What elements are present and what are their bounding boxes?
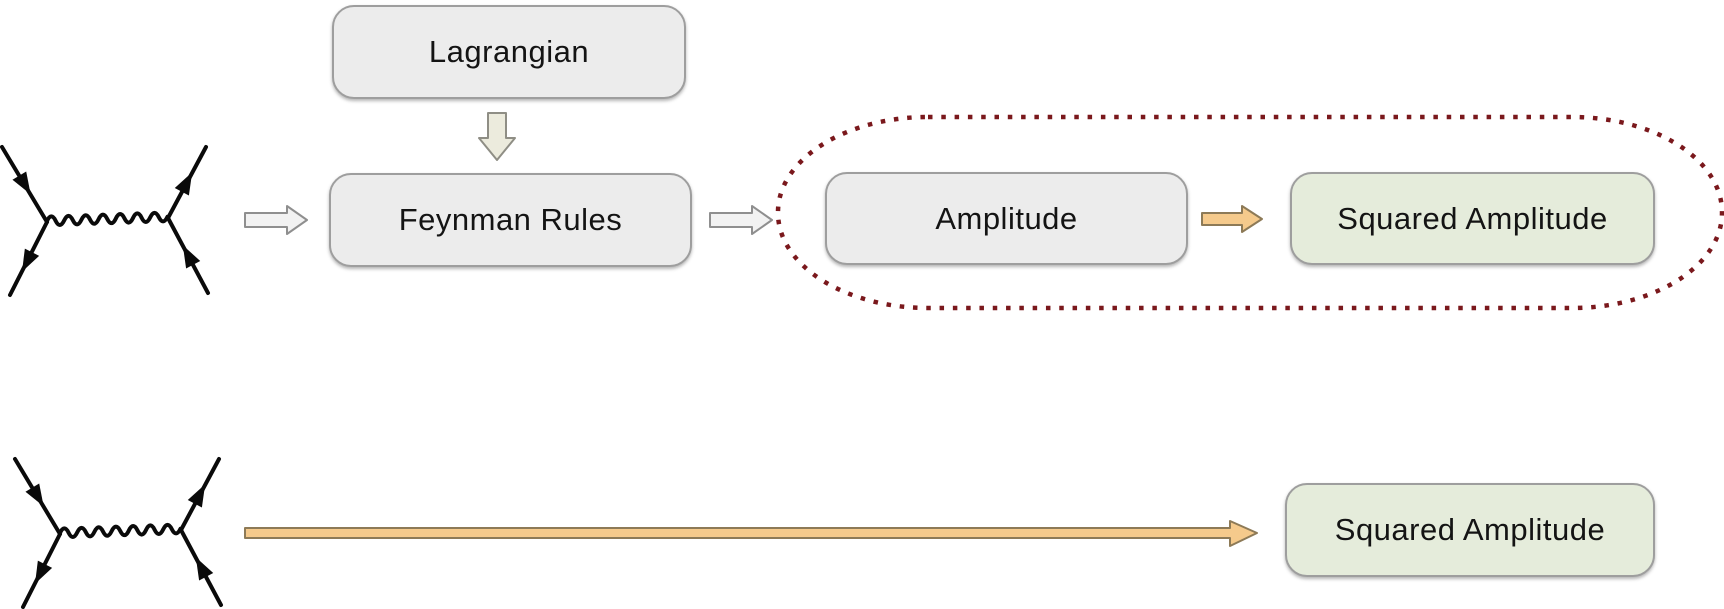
node-amplitude: Amplitude: [825, 172, 1188, 265]
node-squared-amplitude-top: Squared Amplitude: [1290, 172, 1655, 265]
node-label: Amplitude: [935, 200, 1078, 236]
node-lagrangian: Lagrangian: [332, 5, 686, 99]
dotted-ellipse-outline: [775, 114, 1724, 311]
long-arrow-right-icon: [244, 520, 1258, 547]
node-feynman-rules: Feynman Rules: [329, 173, 692, 267]
node-label: Lagrangian: [428, 34, 590, 69]
block-arrow-down-icon: [478, 112, 516, 161]
node-squared-amplitude-bottom: Squared Amplitude: [1285, 483, 1655, 577]
node-label: Feynman Rules: [398, 202, 623, 237]
block-arrow-right-icon: [1201, 205, 1263, 233]
node-label: Squared Amplitude: [1334, 512, 1606, 547]
node-label: Squared Amplitude: [1337, 200, 1608, 236]
block-arrow-right-icon: [244, 205, 308, 235]
feynman-diagram-icon: [0, 145, 210, 297]
block-arrow-right-icon: [709, 205, 773, 235]
feynman-diagram-icon: [13, 457, 223, 609]
